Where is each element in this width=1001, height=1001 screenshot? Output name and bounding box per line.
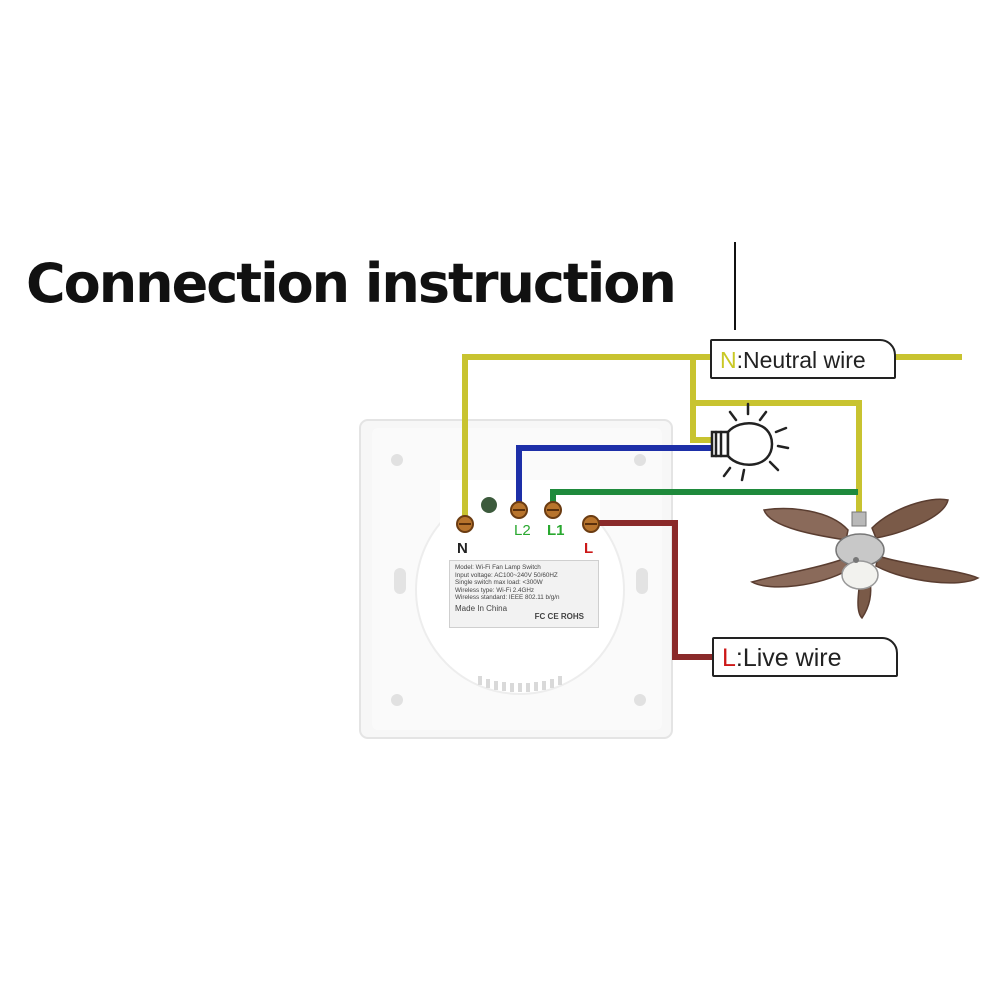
- terminal-l-label: L: [584, 540, 594, 557]
- terminal-n-label: N: [457, 540, 468, 557]
- live-wire-tag: L:Live wire: [712, 637, 898, 677]
- label-line: Wireless type: Wi-Fi 2.4GHz: [455, 586, 535, 594]
- ceiling-fan-icon: [750, 498, 980, 620]
- divider-line: [734, 242, 736, 330]
- label-line: Input voltage: AC100~240V 50/60HZ: [455, 571, 558, 579]
- neutral-wire-tag: N:Neutral wire: [710, 339, 896, 379]
- live-wire: [591, 520, 714, 660]
- label-line: Model: Wi-Fi Fan Lamp Switch: [455, 564, 541, 571]
- live-text: :Live wire: [735, 644, 842, 672]
- neutral-code: N: [720, 347, 737, 373]
- made-in-label: Made In China: [455, 603, 508, 613]
- live-code: L: [722, 644, 736, 672]
- terminal-screws: [456, 501, 600, 533]
- light-bulb-icon: [710, 402, 790, 482]
- lamp-wire: [516, 445, 712, 510]
- neutral-text: :Neutral wire: [736, 347, 866, 373]
- certification-marks: FC CE ROHS: [534, 612, 584, 622]
- terminal-l2-label: L2: [514, 522, 531, 539]
- page-title: Connection instruction: [26, 252, 677, 315]
- label-line: Single switch max load: <300W: [455, 579, 543, 587]
- product-label: Model: Wi-Fi Fan Lamp Switch Input volta…: [449, 560, 599, 628]
- terminal-l1-label: L1: [547, 522, 565, 539]
- label-line: Wireless standard: IEEE 802.11 b/g/n: [455, 594, 560, 602]
